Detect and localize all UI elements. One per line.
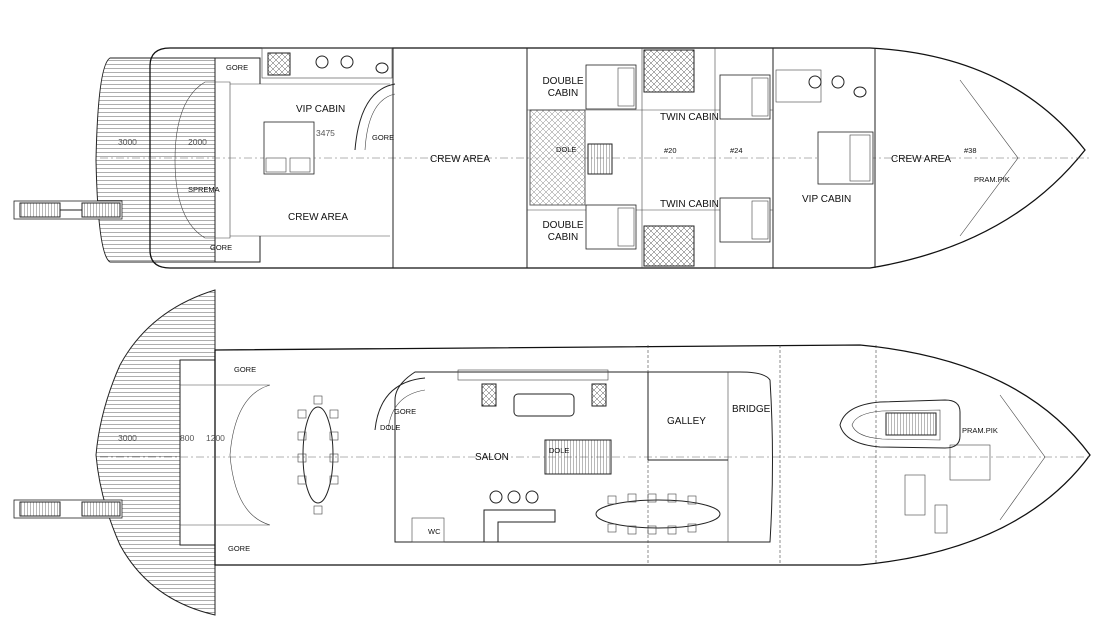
upper-stern-platform <box>95 57 216 263</box>
upper-twin-cabin-bottom-label: TWIN CABIN <box>660 199 719 210</box>
upper-gore-top-label: GORE <box>226 63 248 72</box>
main-dim-800: 800 <box>180 433 194 443</box>
upper-frame-38: #38 <box>964 146 977 155</box>
main-gore-top-label: GORE <box>234 365 256 374</box>
upper-hull-outline <box>149 47 1086 269</box>
main-stern-platform <box>95 289 216 616</box>
upper-crew-area-mid-label: CREW AREA <box>430 154 490 165</box>
main-pram-pik-label: PRAM.PIK <box>962 426 998 435</box>
upper-frame-20: #20 <box>664 146 677 155</box>
upper-sprema-label: SPREMA <box>188 185 220 194</box>
upper-crew-area-fwd-label: CREW AREA <box>891 154 951 165</box>
upper-deck-plan: VIP CABIN CREW AREA SPREMA CREW AREA DOU… <box>13 47 1090 269</box>
main-dim-3000: 3000 <box>118 433 137 443</box>
upper-frame-24: #24 <box>730 146 743 155</box>
upper-twin-cabin-top-label: TWIN CABIN <box>660 112 719 123</box>
upper-pram-pik-label: PRAM.PIK <box>974 175 1010 184</box>
upper-gore-bottom-label: GORE <box>210 243 232 252</box>
main-bridge-label: BRIDGE <box>732 404 771 415</box>
upper-vip-cabin-aft-label: VIP CABIN <box>296 104 345 115</box>
upper-propeller-shaft <box>13 200 123 220</box>
upper-vip-cabin-fwd-label: VIP CABIN <box>802 194 851 205</box>
main-propeller-shaft <box>13 499 123 519</box>
main-dole-center-label: DOLE <box>549 446 569 455</box>
main-dim-1200: 1200 <box>206 433 225 443</box>
upper-dole-label: DOLE <box>556 145 576 154</box>
upper-dim-3475: 3475 <box>316 128 335 138</box>
main-deck-plan: SALON GALLEY BRIDGE WC PRAM.PIK GORE GOR… <box>13 289 1091 616</box>
main-gore-stair-label: GORE <box>394 407 416 416</box>
main-gore-bottom-label: GORE <box>228 544 250 553</box>
main-hull-outline <box>214 344 1091 566</box>
upper-gore-stair-label: GORE <box>372 133 394 142</box>
upper-dim-2000: 2000 <box>188 137 207 147</box>
main-dole-stair-label: DOLE <box>380 423 400 432</box>
main-galley-label: GALLEY <box>667 416 706 427</box>
upper-dim-3000: 3000 <box>118 137 137 147</box>
dinghy <box>839 399 961 449</box>
main-salon-label: SALON <box>475 452 509 463</box>
upper-crew-area-aft-label: CREW AREA <box>288 212 348 223</box>
main-wc-label: WC <box>428 527 441 536</box>
